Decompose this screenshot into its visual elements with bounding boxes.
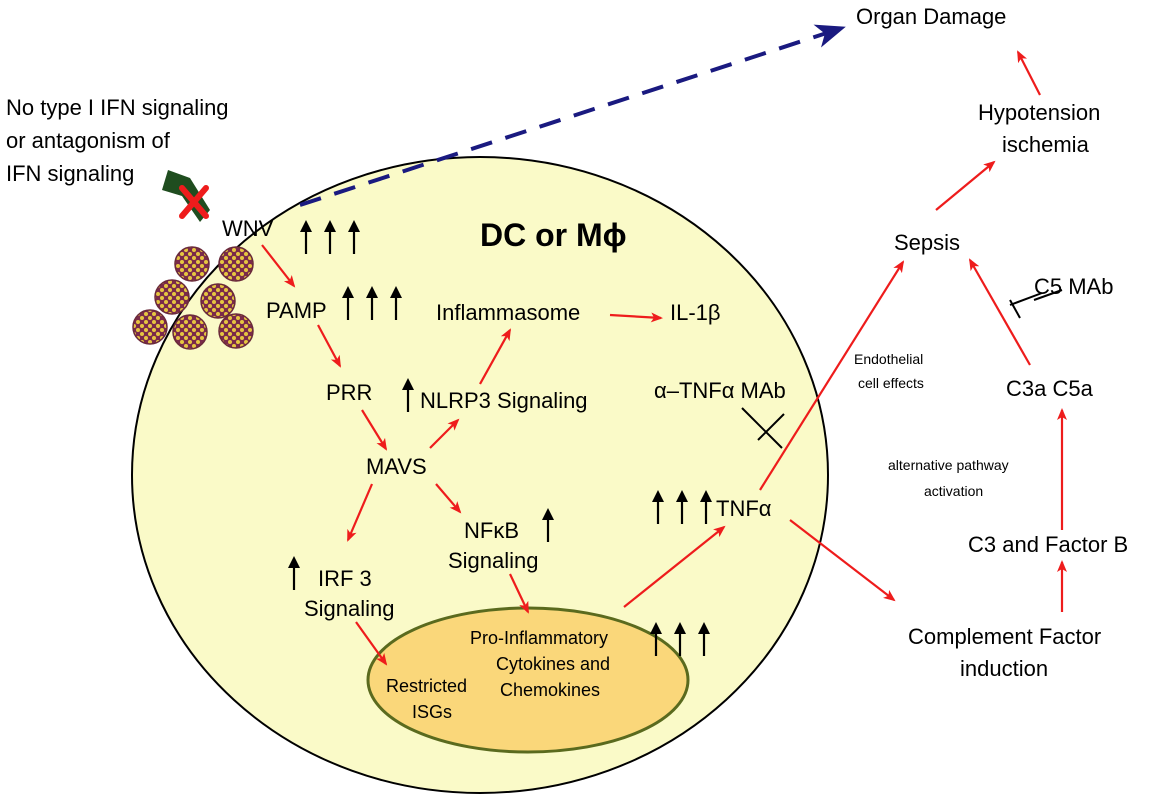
node-proinflam-line3: Chemokines — [500, 680, 600, 700]
node-c5-mab: C5 MAb — [1034, 274, 1113, 299]
node-alt-pathway-line2: activation — [924, 483, 983, 499]
arrow-hypotension-organ — [1017, 50, 1041, 96]
arrow-mavs-irf3 — [346, 483, 374, 542]
arrow-irf3-isgs — [355, 621, 388, 666]
arrow-tnfa-complement — [789, 519, 896, 602]
no-ifn-label-line3: IFN signaling — [6, 161, 134, 186]
node-nlrp3: NLRP3 Signaling — [420, 388, 588, 413]
arrow-wnv-pamp — [261, 244, 296, 288]
ifn-block-icon — [162, 170, 210, 222]
node-complement-line1: Complement Factor — [908, 624, 1101, 649]
cell-title: DC or Mϕ — [480, 217, 627, 253]
c5-mab-inhibition — [1009, 289, 1063, 306]
node-wnv: WNV — [222, 216, 274, 241]
node-irf3-line2: Signaling — [304, 596, 395, 621]
node-endothelial-line2: cell effects — [858, 375, 924, 391]
node-restricted-isgs-line2: ISGs — [412, 702, 452, 722]
arrow-nlrp3-inflammasome — [479, 328, 511, 385]
node-irf3-line1: IRF 3 — [318, 566, 372, 591]
node-tnfa: TNFα — [716, 496, 772, 521]
node-il1b: IL-1β — [670, 300, 721, 325]
node-restricted-isgs-line1: Restricted — [386, 676, 467, 696]
arrow-inflammasome-il1b — [609, 312, 663, 323]
node-sepsis: Sepsis — [894, 230, 960, 255]
node-proinflam-line1: Pro-Inflammatory — [470, 628, 608, 648]
node-hypotension-line2: ischemia — [1002, 132, 1090, 157]
arrow-c3a-sepsis — [969, 258, 1031, 366]
node-endothelial-line1: Endothelial — [854, 351, 923, 367]
node-hypotension-line1: Hypotension — [978, 100, 1100, 125]
arrow-mavs-nfkb — [435, 483, 462, 514]
c5-mab-bar — [1009, 299, 1021, 319]
node-alt-pathway-line1: alternative pathway — [888, 457, 1009, 473]
node-c3-factor-b: C3 and Factor B — [968, 532, 1128, 557]
no-ifn-label-line1: No type I IFN signaling — [6, 95, 229, 120]
arrow-mavs-nlrp3 — [429, 418, 460, 449]
arrow-prr-mavs — [361, 409, 388, 451]
no-ifn-label-line2: or antagonism of — [6, 128, 171, 153]
node-prr: PRR — [326, 380, 372, 405]
node-nfkb-line1: NFκB — [464, 518, 519, 543]
node-organ-damage: Organ Damage — [856, 4, 1006, 29]
arrow-pamp-prr — [317, 324, 341, 368]
anti-tnfa-inhibition — [741, 407, 785, 449]
node-anti-tnfa: α–TNFα MAb — [654, 378, 786, 403]
virus-particles-icon — [132, 246, 254, 350]
arrow-tnfa-sepsis — [759, 260, 905, 491]
node-c3a-c5a: C3a C5a — [1006, 376, 1094, 401]
node-pamp: PAMP — [266, 298, 327, 323]
arrow-sepsis-hypotension — [935, 160, 996, 211]
node-nfkb-line2: Signaling — [448, 548, 539, 573]
node-proinflam-line2: Cytokines and — [496, 654, 610, 674]
arrow-proinflam-tnfa — [623, 525, 726, 608]
arrow-nfkb-proinflam — [509, 573, 529, 614]
node-inflammasome: Inflammasome — [436, 300, 580, 325]
dashed-organ-damage-arrow — [299, 24, 846, 207]
node-complement-line2: induction — [960, 656, 1048, 681]
node-mavs: MAVS — [366, 454, 427, 479]
